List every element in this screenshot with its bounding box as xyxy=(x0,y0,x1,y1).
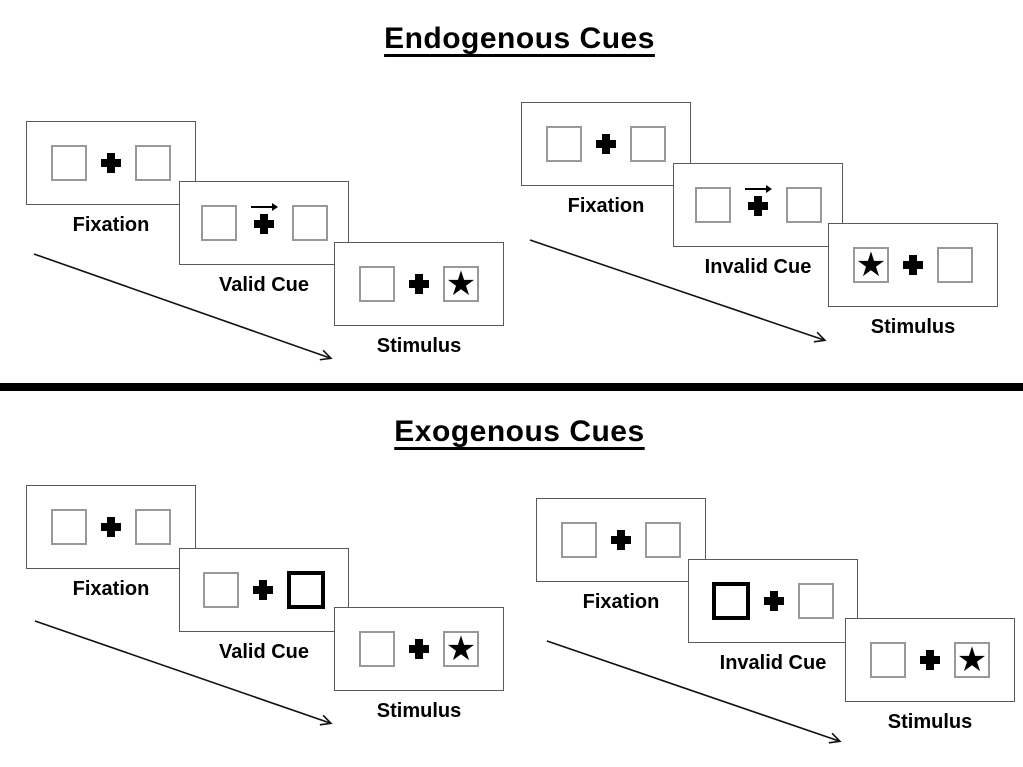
fixation-cross-group xyxy=(744,184,772,216)
placeholder-square xyxy=(561,522,597,558)
plus-icon xyxy=(409,639,429,659)
screen-card xyxy=(521,102,691,186)
card-exogenous-invalid-fixation: Fixation xyxy=(536,498,706,614)
fixation-cross-group xyxy=(611,530,631,550)
screen-card xyxy=(536,498,706,582)
placeholder-square xyxy=(630,126,666,162)
card-endogenous-valid-fixation: Fixation xyxy=(26,121,196,237)
card-endogenous-invalid-cue: Invalid Cue xyxy=(673,163,843,279)
fixation-cross-group xyxy=(250,202,278,234)
placeholder-square xyxy=(135,509,171,545)
star-icon: ★ xyxy=(445,265,477,303)
card-label: Fixation xyxy=(72,578,150,600)
plus-icon xyxy=(596,134,616,154)
placeholder-square xyxy=(291,205,328,241)
plus-icon xyxy=(903,255,923,275)
screen-card xyxy=(26,485,196,569)
plus-icon xyxy=(254,214,274,234)
fixation-cross-group xyxy=(409,274,429,294)
placeholder-square xyxy=(798,583,834,619)
card-endogenous-invalid-fixation: Fixation xyxy=(521,102,691,218)
placeholder-square xyxy=(359,631,395,667)
section-divider xyxy=(0,383,1023,391)
card-endogenous-valid-stimulus: ★ Stimulus xyxy=(334,242,504,358)
exogenous-cues-title: Exogenous Cues xyxy=(394,415,645,448)
target-square: ★ xyxy=(443,266,479,302)
fixation-cross-group xyxy=(920,650,940,670)
plus-icon xyxy=(409,274,429,294)
placeholder-square xyxy=(51,509,87,545)
placeholder-square xyxy=(359,266,395,302)
fixation-cross-group xyxy=(101,153,121,173)
placeholder-square xyxy=(51,145,87,181)
screen-card xyxy=(673,163,843,247)
fixation-cross-group xyxy=(101,517,121,537)
plus-icon xyxy=(101,517,121,537)
fixation-cross-group xyxy=(903,255,923,275)
placeholder-square xyxy=(203,572,239,608)
placeholder-square xyxy=(645,522,681,558)
endogenous-cues-title: Endogenous Cues xyxy=(384,22,655,55)
plus-icon xyxy=(920,650,940,670)
fixation-cross-group xyxy=(409,639,429,659)
card-exogenous-invalid-stimulus: ★ Stimulus xyxy=(845,618,1015,734)
card-label: Stimulus xyxy=(870,316,956,338)
target-square: ★ xyxy=(443,631,479,667)
card-exogenous-valid-stimulus: ★ Stimulus xyxy=(334,607,504,723)
target-square: ★ xyxy=(954,642,990,678)
target-square: ★ xyxy=(853,247,889,283)
star-icon: ★ xyxy=(956,641,988,679)
fixation-cross-group xyxy=(253,580,273,600)
screen-card: ★ xyxy=(845,618,1015,702)
screen-card: ★ xyxy=(334,242,504,326)
right-arrow-icon xyxy=(744,184,772,194)
card-label: Stimulus xyxy=(376,700,462,722)
card-label: Valid Cue xyxy=(218,274,310,296)
fixation-cross-group xyxy=(764,591,784,611)
placeholder-square xyxy=(937,247,973,283)
card-endogenous-valid-cue: Valid Cue xyxy=(179,181,349,297)
card-label: Invalid Cue xyxy=(719,652,827,674)
card-label: Fixation xyxy=(72,214,150,236)
highlighted-cue-square xyxy=(712,582,750,620)
card-label: Valid Cue xyxy=(218,641,310,663)
screen-card xyxy=(26,121,196,205)
plus-icon xyxy=(253,580,273,600)
screen-card: ★ xyxy=(334,607,504,691)
right-arrow-icon xyxy=(250,202,278,212)
plus-icon xyxy=(101,153,121,173)
screen-card xyxy=(179,181,349,265)
screen-card: ★ xyxy=(828,223,998,307)
placeholder-square xyxy=(200,205,237,241)
star-icon: ★ xyxy=(445,630,477,668)
star-icon: ★ xyxy=(855,246,887,284)
placeholder-square xyxy=(135,145,171,181)
placeholder-square xyxy=(546,126,582,162)
card-label: Fixation xyxy=(582,591,660,613)
card-label: Invalid Cue xyxy=(704,256,812,278)
card-exogenous-invalid-cue: Invalid Cue xyxy=(688,559,858,675)
placeholder-square xyxy=(694,187,731,223)
plus-icon xyxy=(611,530,631,550)
card-label: Fixation xyxy=(567,195,645,217)
highlighted-cue-square xyxy=(287,571,325,609)
card-exogenous-valid-cue: Valid Cue xyxy=(179,548,349,664)
placeholder-square xyxy=(785,187,822,223)
card-label: Stimulus xyxy=(887,711,973,733)
plus-icon xyxy=(764,591,784,611)
card-exogenous-valid-fixation: Fixation xyxy=(26,485,196,601)
fixation-cross-group xyxy=(596,134,616,154)
card-endogenous-invalid-stimulus: ★ Stimulus xyxy=(828,223,998,339)
plus-icon xyxy=(748,196,768,216)
screen-card xyxy=(179,548,349,632)
card-label: Stimulus xyxy=(376,335,462,357)
placeholder-square xyxy=(870,642,906,678)
screen-card xyxy=(688,559,858,643)
